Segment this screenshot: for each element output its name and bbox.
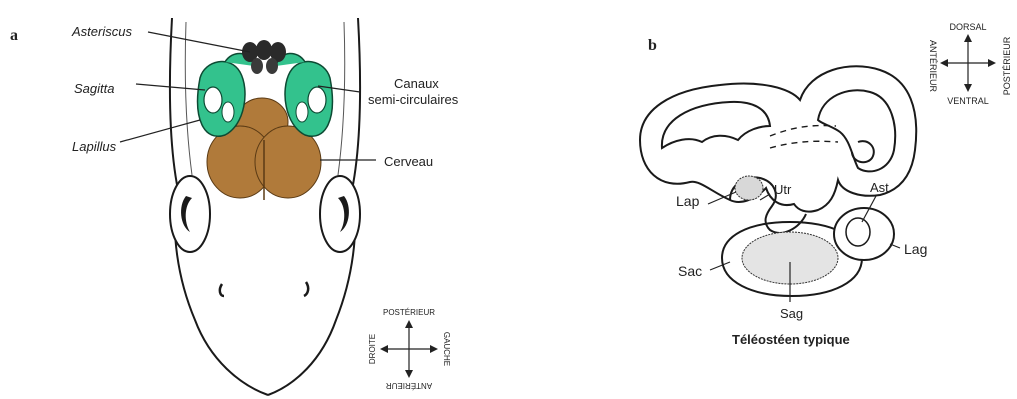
label-canaux-line2: semi-circulaires [368,92,459,107]
compass-b-right: POSTÉRIEUR [1002,36,1012,95]
caption: Téléostéen typique [732,332,850,347]
panel-b: b Lap Utr Ast Lag Sac Sag [640,22,1012,347]
leader-lap [708,192,736,204]
compass-b-bottom: VENTRAL [947,96,989,106]
orientation-compass-a: POSTÉRIEUR ANTÉRIEUR DROITE GAUCHE [368,308,451,390]
label-canaux-line1: Canaux [394,76,439,91]
panel-a: a [10,18,459,395]
lapillus-otolith [735,176,763,200]
panel-b-letter: b [648,37,657,54]
label-sac: Sac [678,263,702,279]
compass-a-bottom: ANTÉRIEUR [386,381,432,390]
compass-a-right: GAUCHE [442,332,451,366]
panel-a-letter: a [10,27,18,44]
eye-right [320,176,360,252]
canal-opening-left [662,102,770,148]
label-lag: Lag [904,241,927,257]
label-asteriscus: Asteriscus [71,24,132,39]
eye-left [170,176,210,252]
asteriscus-otoliths [242,40,286,74]
compass-a-top: POSTÉRIEUR [383,308,435,317]
label-utr: Utr [774,182,792,197]
label-sag: Sag [780,306,803,321]
compass-b-top: DORSAL [949,22,986,32]
nostril-right [304,282,308,296]
leader-asteriscus [148,32,250,52]
leader-utr [760,194,770,200]
label-sagitta: Sagitta [74,81,114,96]
label-lap: Lap [676,193,700,209]
label-ast: Ast [870,180,889,195]
leader-sac [710,262,730,270]
label-lapillus: Lapillus [72,139,117,154]
compass-b-left: ANTÉRIEUR [928,40,938,93]
canal-dashed [770,125,838,148]
label-cerveau: Cerveau [384,154,433,169]
asteriscus-otolith [846,218,870,246]
nostril-left [220,284,224,296]
compass-a-left: DROITE [368,334,377,364]
orientation-compass-b: DORSAL VENTRAL ANTÉRIEUR POSTÉRIEUR [928,22,1012,106]
canal-swirl [852,141,874,162]
